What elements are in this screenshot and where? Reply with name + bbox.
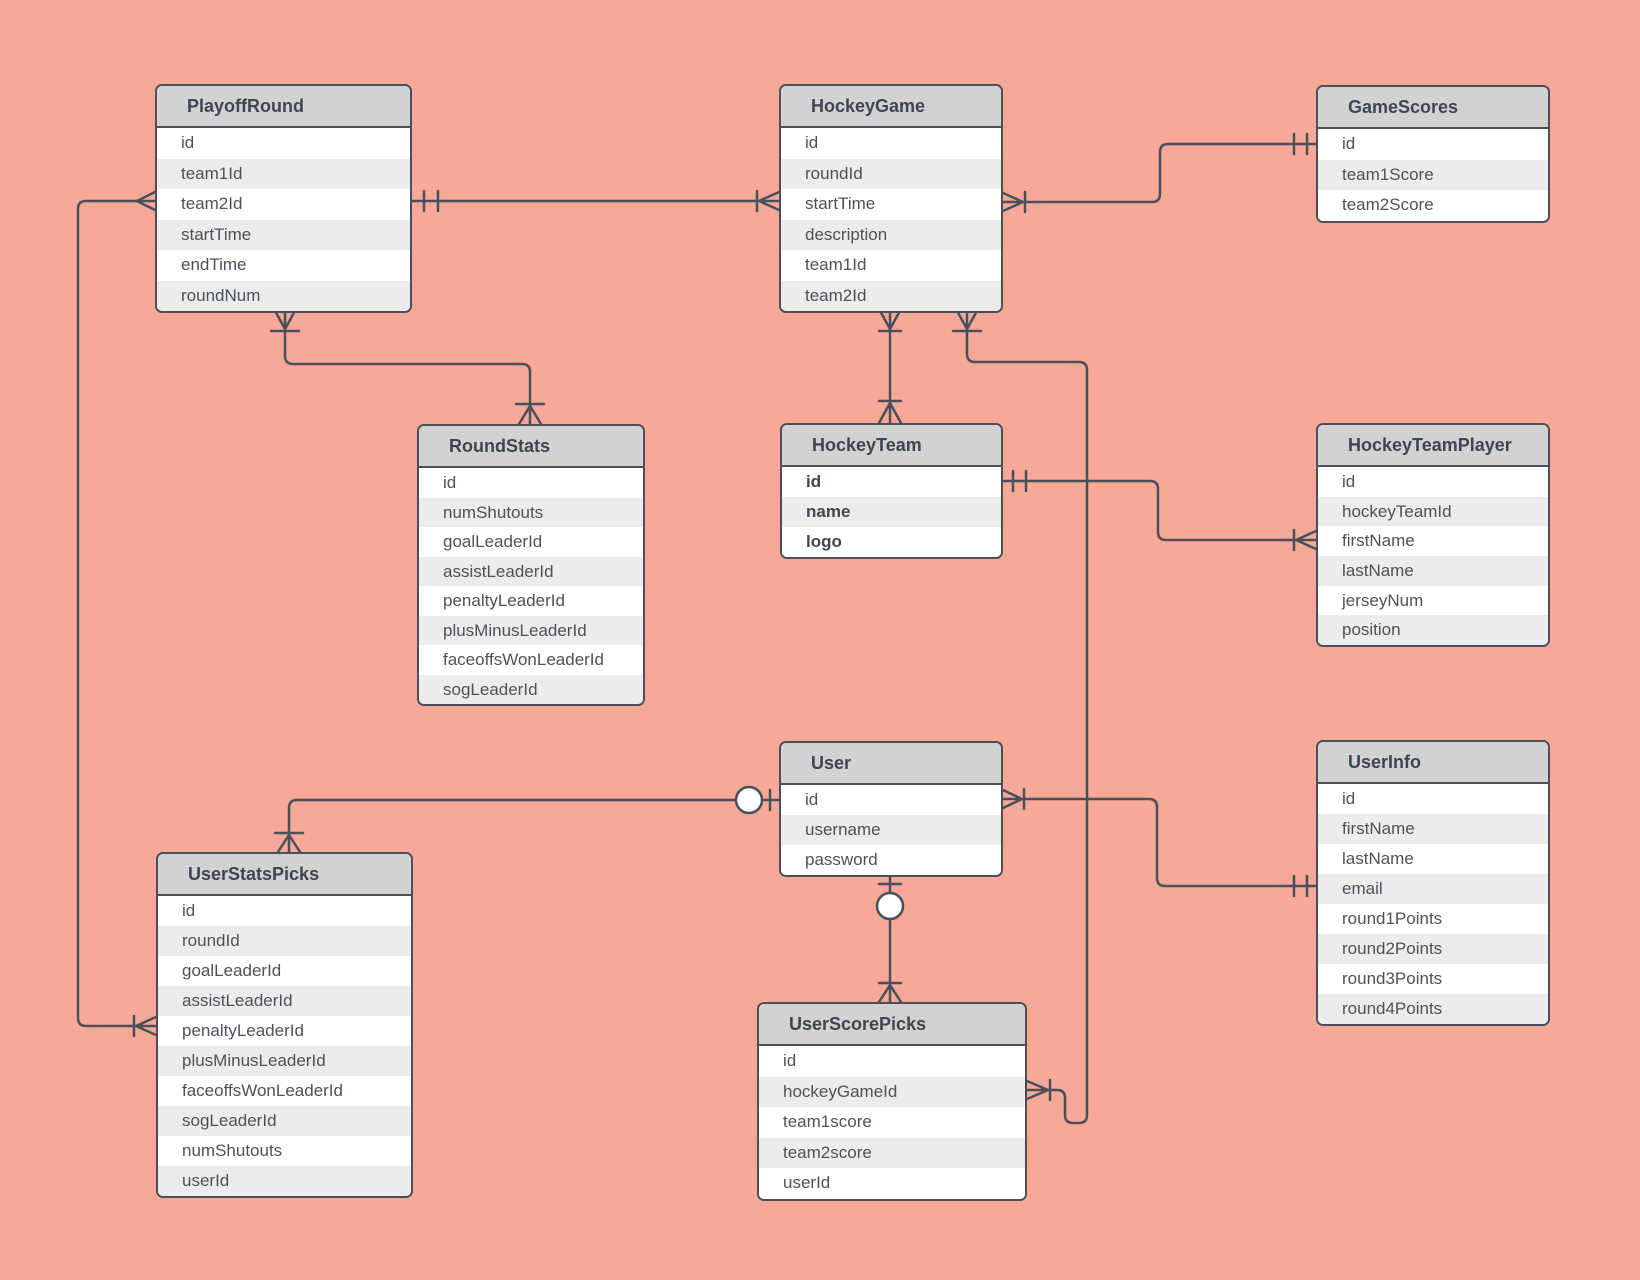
entity-header: HockeyTeamPlayer xyxy=(1318,425,1548,467)
field-row-id: id xyxy=(1318,467,1548,497)
field-row-jerseyNum: jerseyNum xyxy=(1318,585,1548,616)
field-row-round1Points: round1Points xyxy=(1318,904,1548,934)
connector-playoffround-userstatspicks xyxy=(76,190,158,1038)
entity-header: HockeyGame xyxy=(781,86,1001,128)
connector-hockeyteam-hockeyteamplayer xyxy=(1001,469,1318,552)
field-row-logo: logo xyxy=(782,527,1001,557)
field-row-startTime: startTime xyxy=(157,219,410,250)
field-row-id: id xyxy=(781,785,1001,815)
field-row-position: position xyxy=(1318,615,1548,646)
field-row-id: id xyxy=(759,1046,1025,1077)
connector-user-userinfo xyxy=(1001,787,1318,898)
field-row-firstName: firstName xyxy=(1318,814,1548,844)
field-row-roundId: roundId xyxy=(158,926,411,956)
field-row-sogLeaderId: sogLeaderId xyxy=(419,674,643,704)
field-row-id: id xyxy=(157,128,410,159)
connector-hockeygame-hockeyteam xyxy=(877,307,903,425)
field-row-goalLeaderId: goalLeaderId xyxy=(419,527,643,557)
entity-header: UserInfo xyxy=(1318,742,1548,784)
entity-header: GameScores xyxy=(1318,87,1548,129)
field-row-password: password xyxy=(781,845,1001,875)
field-row-numShutouts: numShutouts xyxy=(158,1136,411,1166)
connector-playoffround-roundstats xyxy=(269,307,546,426)
field-row-userId: userId xyxy=(759,1168,1025,1199)
field-row-name: name xyxy=(782,497,1001,527)
field-row-email: email xyxy=(1318,874,1548,904)
entity-header: HockeyTeam xyxy=(782,425,1001,467)
field-row-team1Score: team1Score xyxy=(1318,159,1548,190)
connector-playoffround-hockeygame xyxy=(410,189,781,213)
field-row-id: id xyxy=(1318,129,1548,160)
field-row-roundNum: roundNum xyxy=(157,280,410,311)
entity-header: UserStatsPicks xyxy=(158,854,411,896)
connector-user-userstatspicks xyxy=(273,785,781,854)
entity-header: UserScorePicks xyxy=(759,1004,1025,1046)
field-row-team2Id: team2Id xyxy=(157,189,410,220)
field-row-startTime: startTime xyxy=(781,189,1001,220)
field-row-faceoffsWonLeaderId: faceoffsWonLeaderId xyxy=(158,1076,411,1106)
connector-hockeygame-userscorepicks xyxy=(951,307,1089,1125)
field-row-team2Score: team2Score xyxy=(1318,190,1548,221)
field-row-userId: userId xyxy=(158,1166,411,1196)
field-row-hockeyTeamId: hockeyTeamId xyxy=(1318,496,1548,527)
field-row-username: username xyxy=(781,815,1001,845)
field-row-lastName: lastName xyxy=(1318,844,1548,874)
field-row-round4Points: round4Points xyxy=(1318,994,1548,1024)
field-row-round3Points: round3Points xyxy=(1318,964,1548,994)
connector-user-userscorepicks xyxy=(875,871,905,1004)
field-row-assistLeaderId: assistLeaderId xyxy=(419,556,643,586)
field-row-team2score: team2score xyxy=(759,1137,1025,1168)
entity-header: RoundStats xyxy=(419,426,643,468)
field-row-goalLeaderId: goalLeaderId xyxy=(158,956,411,986)
field-row-hockeyGameId: hockeyGameId xyxy=(759,1076,1025,1107)
field-row-plusMinusLeaderId: plusMinusLeaderId xyxy=(158,1046,411,1076)
field-row-penaltyLeaderId: penaltyLeaderId xyxy=(158,1016,411,1046)
field-row-plusMinusLeaderId: plusMinusLeaderId xyxy=(419,615,643,645)
connector-hockeygame-gamescores xyxy=(1001,132,1318,214)
field-row-sogLeaderId: sogLeaderId xyxy=(158,1106,411,1136)
field-row-numShutouts: numShutouts xyxy=(419,497,643,527)
field-row-team1Id: team1Id xyxy=(157,158,410,189)
field-row-id: id xyxy=(1318,784,1548,814)
field-row-roundId: roundId xyxy=(781,158,1001,189)
field-row-round2Points: round2Points xyxy=(1318,934,1548,964)
field-row-description: description xyxy=(781,219,1001,250)
field-row-team2Id: team2Id xyxy=(781,280,1001,311)
field-row-id: id xyxy=(419,468,643,498)
field-row-id: id xyxy=(782,467,1001,497)
field-row-id: id xyxy=(781,128,1001,159)
field-row-assistLeaderId: assistLeaderId xyxy=(158,986,411,1016)
field-row-lastName: lastName xyxy=(1318,556,1548,586)
entity-header: PlayoffRound xyxy=(157,86,410,128)
field-row-firstName: firstName xyxy=(1318,526,1548,557)
field-row-penaltyLeaderId: penaltyLeaderId xyxy=(419,586,643,616)
field-row-id: id xyxy=(158,896,411,926)
field-row-team1score: team1score xyxy=(759,1107,1025,1138)
field-row-endTime: endTime xyxy=(157,250,410,281)
field-row-team1Id: team1Id xyxy=(781,250,1001,281)
entity-header: User xyxy=(781,743,1001,785)
field-row-faceoffsWonLeaderId: faceoffsWonLeaderId xyxy=(419,645,643,675)
